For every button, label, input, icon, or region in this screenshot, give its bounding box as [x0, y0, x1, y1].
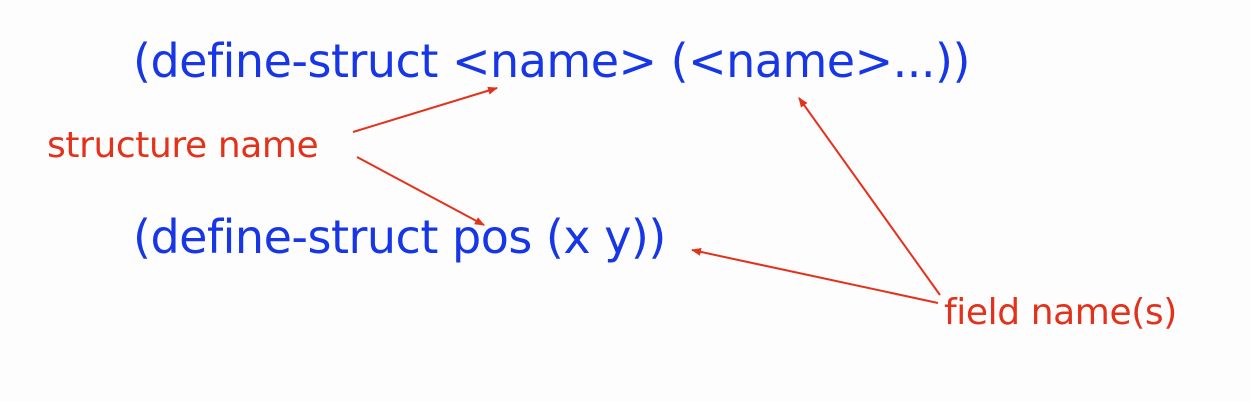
- structure-name-label: structure name: [47, 125, 319, 166]
- field-names-label: field name(s): [944, 292, 1177, 333]
- syntax-template-line: (define-struct <name> (<name>...)): [133, 34, 970, 88]
- example-code-line: (define-struct pos (x y)): [133, 210, 666, 264]
- arrow-field-to-template-fields: [798, 97, 941, 296]
- arrow-structure-to-template-name: [352, 86, 498, 133]
- arrow-field-to-example-fields: [691, 247, 939, 304]
